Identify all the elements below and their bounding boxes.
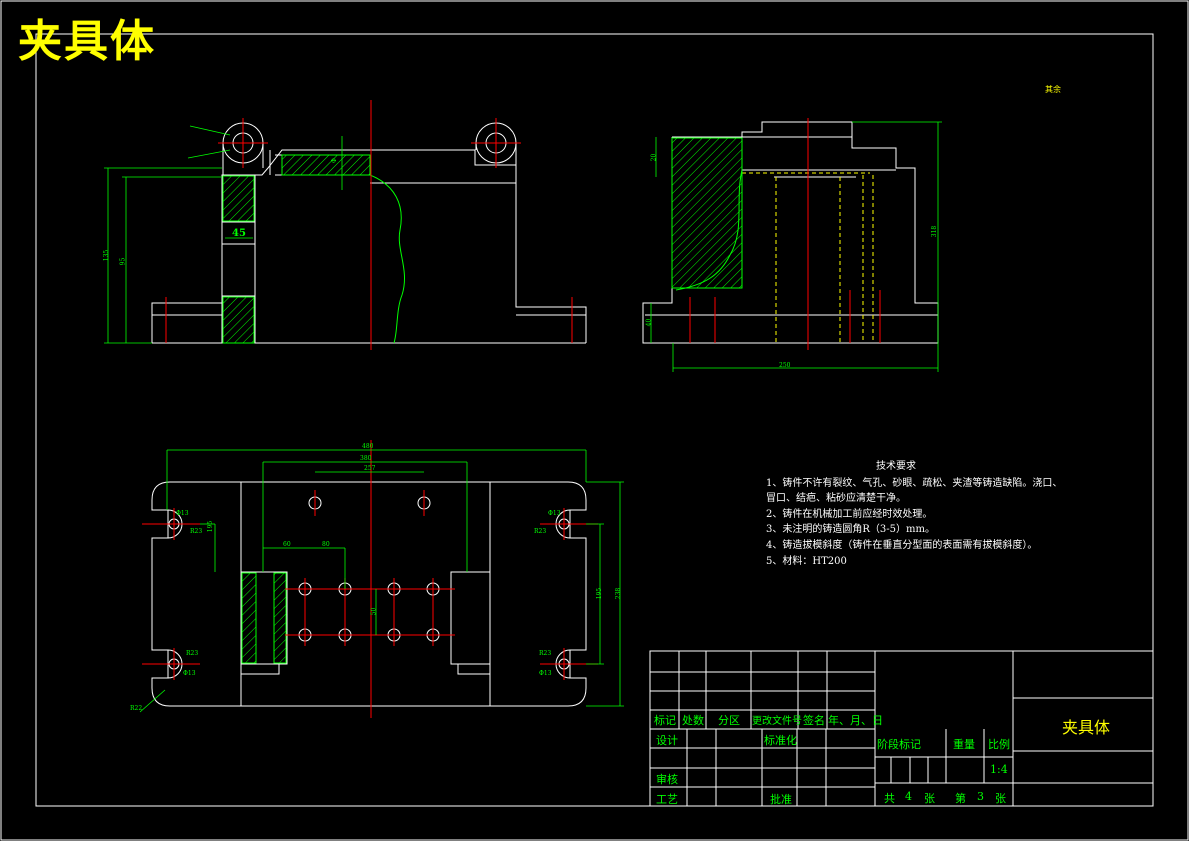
tb-header-date: 年、月、日	[828, 714, 883, 727]
dim-text: 238	[615, 587, 623, 600]
tb-review: 审核	[656, 773, 678, 786]
front-dimensions	[104, 125, 343, 344]
top-holes	[168, 496, 570, 670]
tb-sheet-total-prefix: 共	[884, 792, 895, 805]
dim-text: 20	[650, 153, 658, 162]
tb-scale-value: 1:4	[990, 763, 1008, 776]
dim-text: R23	[190, 528, 203, 535]
dim-text: Φ13	[548, 510, 561, 517]
dim-text: 135	[103, 249, 111, 262]
dim-text: 95	[119, 257, 127, 266]
tb-part-name: 夹具体	[1062, 718, 1111, 737]
tb-header-file: 更改文件号	[752, 716, 802, 727]
dim-text: R23	[186, 650, 199, 657]
tech-item: 1、铸件不许有裂纹、气孔、砂眼、疏松、夹渣等铸造缺陷。浇口、	[766, 477, 1063, 489]
dim-text: 80	[322, 541, 330, 548]
dim-text: 257	[364, 465, 376, 472]
tb-scale-label: 比例	[988, 738, 1010, 751]
dim-text: Φ13	[176, 510, 189, 517]
tb-process: 工艺	[656, 793, 678, 806]
dim-text: R22	[130, 705, 143, 712]
tb-header-sign: 签名	[803, 714, 825, 727]
tech-item: 3、未注明的铸造圆角R（3-5）mm。	[766, 524, 935, 536]
tb-header-zone: 分区	[718, 714, 740, 727]
dim-text: R23	[539, 650, 552, 657]
dim-text: 40	[645, 318, 653, 327]
inner-frame	[35, 33, 1154, 807]
tech-item: 5、材料：HT200	[766, 555, 847, 567]
tb-header-mark: 标记	[654, 714, 676, 727]
dim-text: 318	[931, 225, 939, 238]
top-hatch	[241, 572, 287, 664]
tech-requirements: 技术要求 1、铸件不许有裂纹、气孔、砂眼、疏松、夹渣等铸造缺陷。浇口、 冒口、结…	[766, 459, 1062, 569]
tb-weight: 重量	[953, 738, 975, 751]
tb-stage-mark: 阶段标记	[877, 738, 921, 751]
drawing-title: 夹具体	[18, 16, 156, 67]
tech-requirements-title: 技术要求	[876, 461, 916, 472]
tech-item: 2、铸件在机械加工前应经时效处理。	[766, 508, 933, 520]
front-centerlines	[165, 100, 573, 350]
tb-standardize: 标准化	[764, 734, 797, 747]
title-block	[649, 650, 1154, 807]
tb-header-count: 处数	[682, 714, 704, 727]
front-hatch	[222, 154, 371, 344]
side-break-line	[675, 169, 743, 291]
tb-sheet-no-prefix: 第	[955, 792, 966, 805]
dim-text: 195	[207, 520, 215, 533]
tb-sheet-no: 3	[977, 790, 984, 803]
tech-item: 冒口、结疤、粘砂应清楚干净。	[766, 493, 906, 505]
dim-45: 45	[232, 228, 246, 239]
roughness-note: 其余	[1045, 85, 1061, 94]
dim-text: Φ	[330, 158, 338, 163]
side-hatch	[671, 137, 743, 289]
tb-sheet-no-unit: 张	[995, 792, 1006, 805]
dim-text: Φ13	[183, 670, 196, 677]
dim-text: 380	[360, 455, 372, 462]
side-centerlines	[689, 118, 881, 350]
side-dimensions	[650, 121, 942, 372]
tb-sheet-total: 4	[905, 790, 912, 803]
top-view	[151, 481, 587, 707]
dim-text: 250	[779, 362, 791, 369]
tb-design: 设计	[656, 734, 678, 747]
dim-text: Φ13	[539, 670, 552, 677]
top-centerlines	[142, 440, 598, 718]
side-view	[642, 121, 939, 344]
dim-text: 60	[283, 541, 291, 548]
tb-approve: 批准	[770, 793, 792, 806]
dim-text: 480	[362, 443, 374, 450]
front-break-line	[369, 174, 406, 344]
dim-text: 50	[370, 607, 378, 616]
tech-item: 4、铸造拔模斜度（铸件在垂直分型面的表面需有拔模斜度）。	[766, 539, 1038, 551]
dim-text: R23	[534, 528, 547, 535]
side-hidden-lines	[742, 172, 874, 343]
top-dimensions	[139, 449, 624, 713]
tb-sheet-unit: 张	[924, 792, 935, 805]
dim-text: 195	[596, 587, 604, 600]
